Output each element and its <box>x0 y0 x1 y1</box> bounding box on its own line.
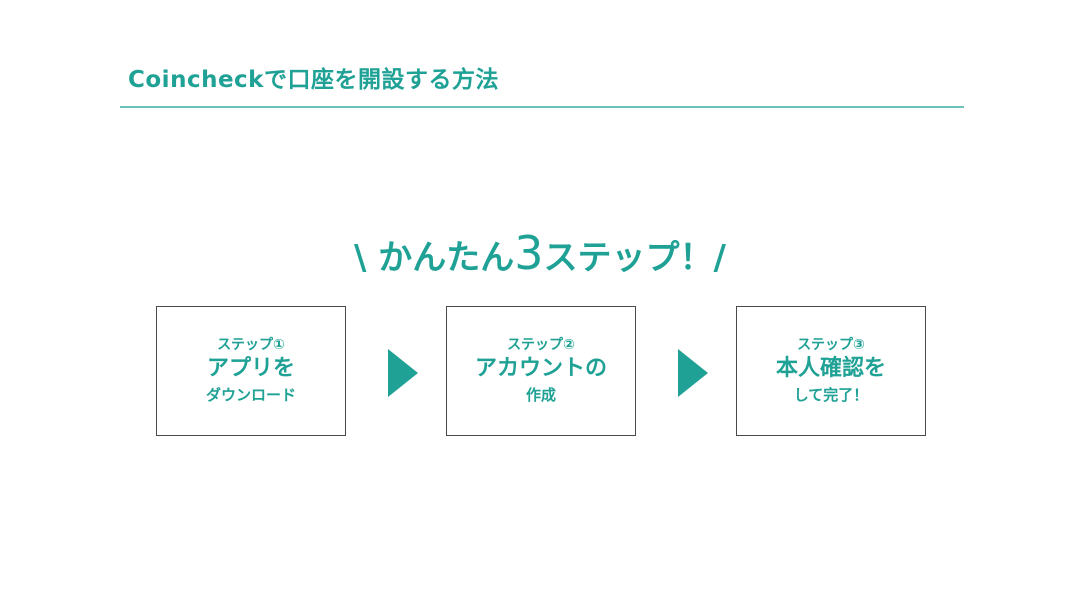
triangle-right-icon <box>678 349 708 397</box>
step-sub-text: して完了！ <box>793 386 869 404</box>
headline-suffix: ステップ！/ <box>543 238 726 278</box>
step-box-3: ステップ③ 本人確認を して完了！ <box>736 306 926 436</box>
step-box-2: ステップ② アカウントの 作成 <box>446 306 636 436</box>
step-label: ステップ① <box>217 337 285 353</box>
step-main-text: アカウントの <box>474 356 607 381</box>
step-sub-text: 作成 <box>525 386 556 404</box>
triangle-right-icon <box>388 349 418 397</box>
headline-prefix: \ かんたん <box>354 238 515 278</box>
step-sub-text: ダウンロード <box>205 386 296 404</box>
headline: \ かんたん3ステップ！/ <box>0 228 1080 283</box>
step-main-text: アプリを <box>206 356 295 381</box>
title-divider <box>120 106 964 108</box>
step-label: ステップ③ <box>797 337 865 353</box>
slide-title: Coincheckで口座を開設する方法 <box>128 67 499 93</box>
step-main-text: 本人確認を <box>775 356 886 381</box>
step-label: ステップ② <box>507 337 575 353</box>
headline-number: 3 <box>514 226 544 280</box>
step-box-1: ステップ① アプリを ダウンロード <box>156 306 346 436</box>
